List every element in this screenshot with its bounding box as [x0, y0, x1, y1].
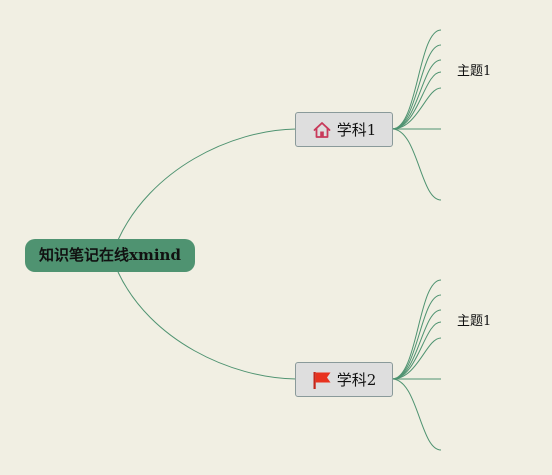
connector-root-branch-1 [117, 128, 297, 241]
connector-subtopic [391, 279, 442, 380]
connector-subtopic [391, 128, 442, 201]
home-icon [312, 120, 332, 140]
connector-subtopic [391, 59, 442, 130]
connector-subtopic [391, 44, 442, 130]
connector-subtopic [391, 294, 442, 380]
connector-subtopic [391, 29, 442, 130]
root-topic[interactable]: 知识笔记在线xmind [25, 239, 195, 272]
subtopic-1-branch-1[interactable]: 主题1 [457, 64, 492, 79]
connector-subtopic [391, 337, 442, 380]
branch-topic-label: 学科2 [336, 371, 377, 389]
connector-subtopic [391, 321, 442, 380]
connector-root-branch-2 [117, 271, 297, 380]
flag-icon [312, 370, 332, 390]
connector-subtopic [391, 71, 442, 130]
subtopic-1-branch-2[interactable]: 主题1 [457, 314, 492, 329]
connector-subtopic [391, 309, 442, 380]
branch-topic-1[interactable]: 学科1 [295, 112, 393, 147]
branch-topic-2[interactable]: 学科2 [295, 362, 393, 397]
connector-subtopic [391, 87, 442, 130]
connector-subtopic [391, 378, 442, 451]
branch-topic-label: 学科1 [336, 121, 377, 139]
subtopic-connectors-branch-1 [391, 29, 442, 201]
subtopic-connectors-branch-2 [391, 279, 442, 451]
